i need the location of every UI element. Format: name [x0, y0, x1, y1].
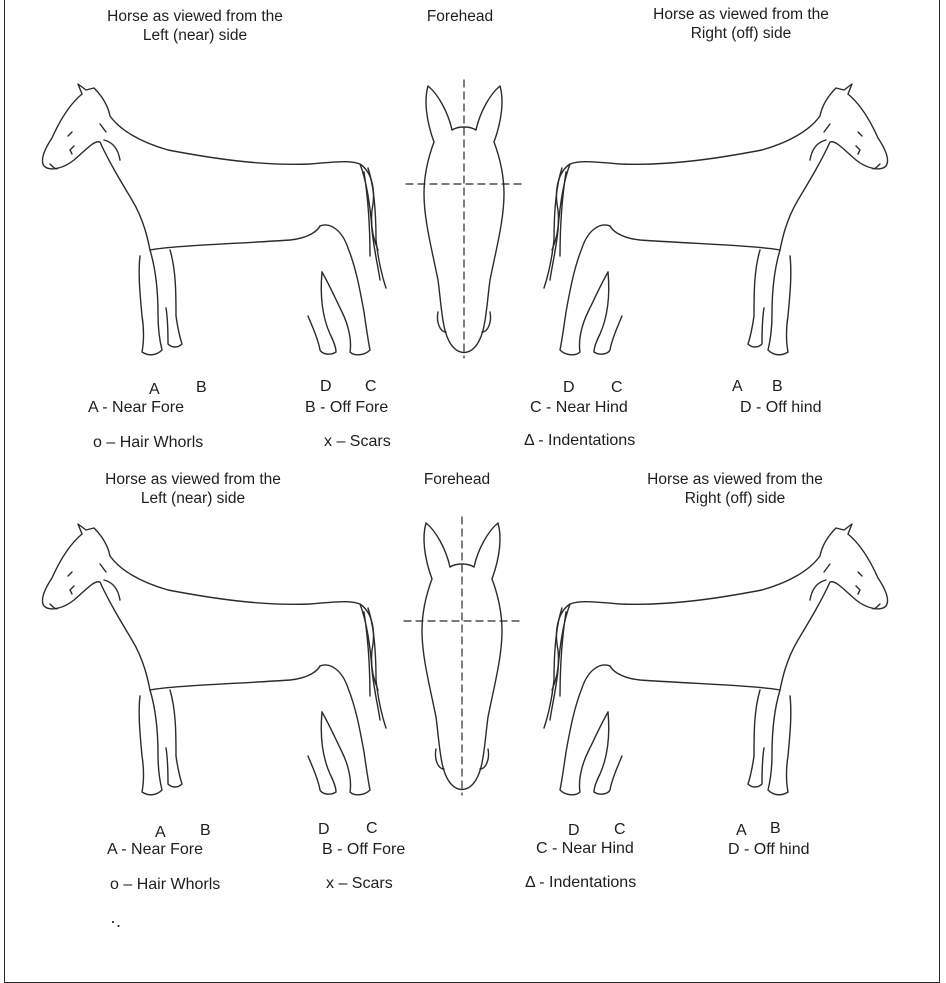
right-view-title-line2: Right (off) side [600, 489, 870, 508]
legend-indentations: Δ - Indentations [525, 873, 636, 892]
left-view-title-line1: Horse as viewed from the [58, 470, 328, 489]
horse-left-side-drawing [30, 80, 400, 380]
legend-off-hind: D - Off hind [728, 840, 810, 859]
leg-letter: D [320, 377, 332, 396]
right-view-title-line1: Horse as viewed from the [606, 5, 876, 24]
legend-near-fore: A - Near Fore [107, 840, 203, 859]
left-view-title: Horse as viewed from the Left (near) sid… [60, 7, 330, 45]
leg-letter: C [365, 377, 377, 396]
left-view-title-line1: Horse as viewed from the [60, 7, 330, 26]
legend-indentations: Δ - Indentations [524, 431, 635, 450]
right-view-title: Horse as viewed from the Right (off) sid… [600, 470, 870, 508]
forehead-drawing [402, 517, 522, 807]
legend-scars: x – Scars [324, 432, 391, 451]
leg-letter: D [563, 378, 575, 397]
right-view-title: Horse as viewed from the Right (off) sid… [606, 5, 876, 43]
leg-letter: C [611, 378, 623, 397]
legend-hair-whorls: o – Hair Whorls [93, 433, 203, 452]
leg-letter: C [366, 819, 378, 838]
legend-scars: x – Scars [326, 874, 393, 893]
right-view-title-line2: Right (off) side [606, 24, 876, 43]
stray-mark: ·. [110, 912, 121, 931]
left-view-title: Horse as viewed from the Left (near) sid… [58, 470, 328, 508]
legend-off-hind: D - Off hind [740, 398, 822, 417]
left-view-title-line2: Left (near) side [58, 489, 328, 508]
leg-letter: D [568, 821, 580, 840]
leg-letter: D [318, 820, 330, 839]
forehead-title: Forehead [400, 7, 520, 26]
legend-near-fore: A - Near Fore [88, 398, 184, 417]
forehead-title: Forehead [397, 470, 517, 489]
forehead-drawing [404, 80, 524, 370]
legend-near-hind: C - Near Hind [536, 839, 634, 858]
leg-letter: A [149, 380, 160, 399]
horse-right-side-drawing [530, 520, 900, 820]
legend-hair-whorls: o – Hair Whorls [110, 875, 220, 894]
horse-right-side-drawing [530, 80, 900, 380]
legend-off-fore: B - Off Fore [322, 840, 405, 859]
horse-left-side-drawing [30, 520, 400, 820]
leg-letter: B [772, 377, 783, 396]
leg-letter: B [770, 819, 781, 838]
leg-letter: B [196, 378, 207, 397]
legend-off-fore: B - Off Fore [305, 398, 388, 417]
leg-letter: A [732, 377, 743, 396]
left-view-title-line2: Left (near) side [60, 26, 330, 45]
right-view-title-line1: Horse as viewed from the [600, 470, 870, 489]
leg-letter: A [736, 821, 747, 840]
legend-near-hind: C - Near Hind [530, 398, 628, 417]
leg-letter: B [200, 821, 211, 840]
leg-letter: C [614, 820, 626, 839]
